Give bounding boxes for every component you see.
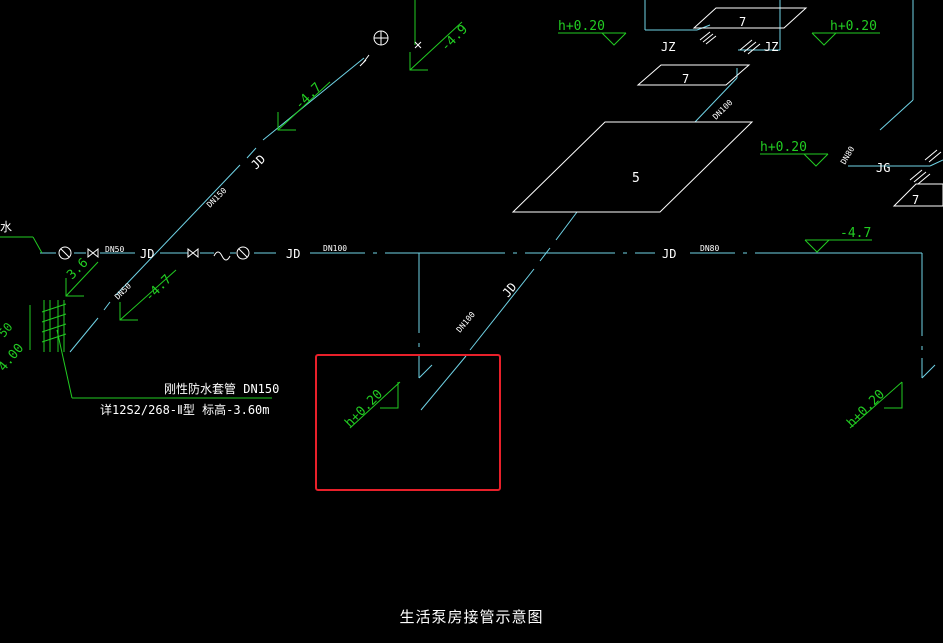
pipe-label-dn50: DN50 bbox=[105, 245, 124, 254]
note-line-2: 详12S2/268-Ⅱ型 标高-3.60m bbox=[100, 402, 270, 417]
pipe-label-dn80-right: DN80 bbox=[839, 145, 857, 166]
highlight-box bbox=[315, 354, 501, 491]
elev-label-m47-right: -4.7 bbox=[840, 226, 871, 241]
diagonal-pipe-dn100 bbox=[420, 211, 578, 411]
pipe-label-jd-3: JD bbox=[662, 247, 676, 261]
pipe-label-jd-1: JD bbox=[140, 247, 154, 261]
elev-label-top-left: h+0.20 bbox=[558, 19, 605, 34]
elev-mark-m47-mid bbox=[119, 269, 177, 321]
branch-pipe-down-2 bbox=[921, 253, 936, 379]
equip-label-7-right: 7 bbox=[912, 193, 919, 207]
pipe-label-dn100-diag: DN100 bbox=[455, 310, 477, 334]
pump-hatch-marks bbox=[699, 31, 942, 185]
elev-mark-m47-upper bbox=[277, 81, 331, 131]
elev-label-m47-upper: -4.7 bbox=[292, 80, 325, 113]
green-leader-lines bbox=[0, 0, 416, 399]
note-line-1: 刚性防水套管 DN150 bbox=[164, 381, 279, 396]
pipe-label-jz-right: JZ bbox=[764, 40, 778, 54]
fragment-label-shui: 水 bbox=[0, 220, 12, 234]
branch-pipe-down-1 bbox=[418, 253, 433, 379]
elev-mark-top-right bbox=[811, 32, 880, 46]
equipment-7-mid bbox=[636, 64, 751, 86]
pipe-label-jd-2: JD bbox=[286, 247, 300, 261]
elev-mark-bottom-right bbox=[849, 381, 903, 429]
equip-label-5: 5 bbox=[632, 171, 640, 186]
pipe-label-dn100-main: DN100 bbox=[323, 244, 347, 253]
equipment-7-top bbox=[692, 7, 808, 29]
diagonal-pipe-dn150 bbox=[69, 57, 365, 353]
pipe-dn100-to-tank bbox=[694, 68, 738, 123]
pipe-label-jg: JG bbox=[876, 161, 890, 175]
elev-label-highlight: h+0.20 bbox=[342, 387, 386, 431]
elev-mark-36 bbox=[65, 261, 99, 297]
elev-label-400: 4.00 bbox=[0, 341, 27, 375]
equip-label-7-top: 7 bbox=[739, 15, 746, 29]
drawing-title: 生活泵房接管示意图 bbox=[399, 608, 544, 626]
elev-mark-m47-right bbox=[804, 239, 872, 253]
waterproof-sleeve bbox=[29, 300, 67, 352]
pipe-jg bbox=[848, 0, 943, 167]
equip-label-7-mid: 7 bbox=[682, 72, 689, 86]
pipe-label-dn50-diag: DN50 bbox=[113, 281, 133, 301]
elev-label-m49: -4.9 bbox=[438, 22, 471, 55]
elev-mark-right bbox=[760, 153, 829, 167]
fragment-label-50: 50 bbox=[0, 320, 16, 340]
elev-label-bottom-right: h+0.20 bbox=[844, 387, 888, 431]
elev-mark-highlight bbox=[349, 381, 401, 429]
elev-mark-top-left bbox=[558, 32, 627, 46]
equipment-7-right bbox=[892, 183, 943, 207]
pipe-label-jd-upper: JD bbox=[248, 152, 268, 172]
elev-label-top-right: h+0.20 bbox=[830, 19, 877, 34]
pipe-label-dn80-main: DN80 bbox=[700, 244, 719, 253]
tank-5 bbox=[511, 121, 754, 213]
pipe-label-jd-diag: JD bbox=[500, 280, 520, 300]
pipe-label-jz-left: JZ bbox=[661, 40, 675, 54]
elev-label-36: 3.6 bbox=[64, 256, 91, 283]
elev-label-m47-mid: -4.7 bbox=[142, 272, 175, 305]
valve-symbols bbox=[58, 30, 422, 261]
elev-mark-m49 bbox=[409, 21, 463, 71]
elev-label-right: h+0.20 bbox=[760, 140, 807, 155]
